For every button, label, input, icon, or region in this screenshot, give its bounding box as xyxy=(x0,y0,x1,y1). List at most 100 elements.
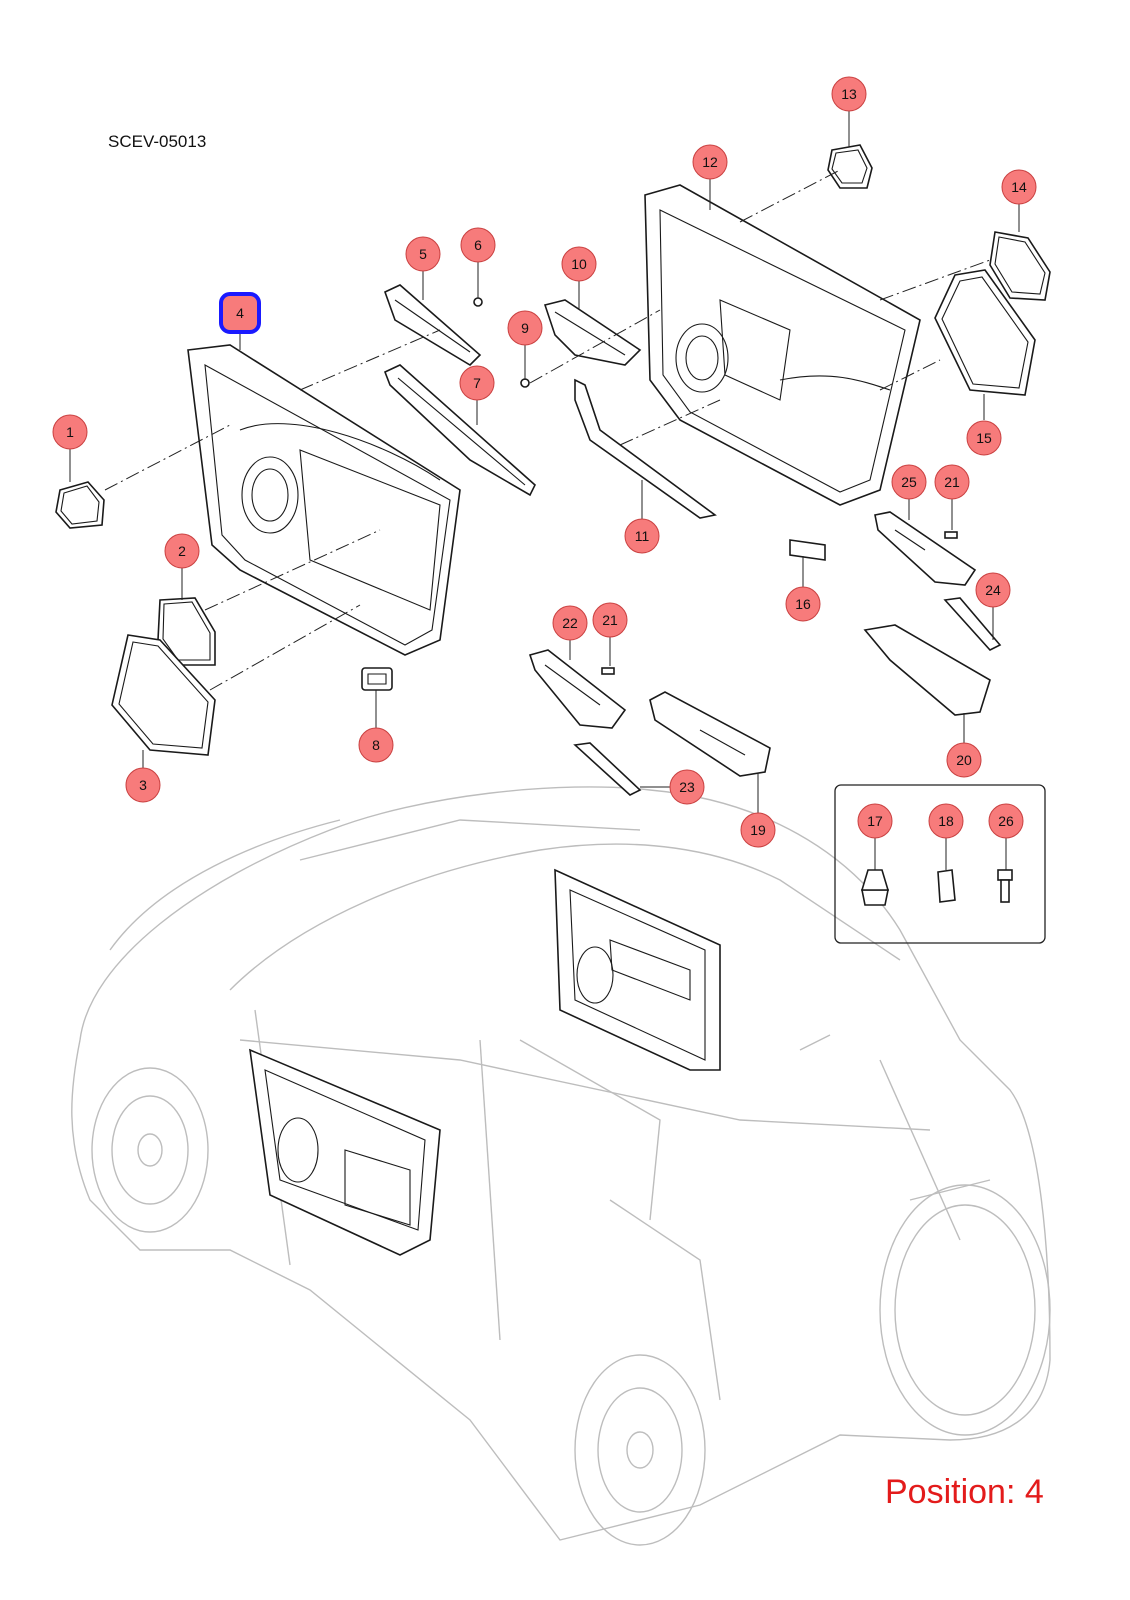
callout-5[interactable]: 5 xyxy=(405,236,441,272)
callout-number: 3 xyxy=(139,777,147,793)
callout-circle xyxy=(891,464,927,500)
callout-circle xyxy=(125,767,161,803)
callout-number: 8 xyxy=(372,737,380,753)
callout-number: 16 xyxy=(795,596,811,612)
clip-21-lower xyxy=(601,667,615,675)
callout-14[interactable]: 14 xyxy=(1001,169,1037,205)
vehicle-outline xyxy=(71,786,1051,1546)
front-door-trim-panel xyxy=(187,344,461,656)
callout-number: 19 xyxy=(750,822,766,838)
callout-19[interactable]: 19 xyxy=(740,812,776,848)
callout-circle xyxy=(934,464,970,500)
clip-9 xyxy=(520,378,530,388)
callout-number: 4 xyxy=(236,305,244,321)
rear-door-trim-panel xyxy=(644,184,921,506)
callout-16[interactable]: 16 xyxy=(785,586,821,622)
callout-circle xyxy=(561,246,597,282)
callout-26[interactable]: 26 xyxy=(988,803,1024,839)
callout-number: 5 xyxy=(419,246,427,262)
callout-number: 17 xyxy=(867,813,883,829)
water-shield-large xyxy=(111,634,216,756)
armrest-trim-rear xyxy=(574,378,717,519)
callout-number: 21 xyxy=(944,474,960,490)
mirror-trim-front xyxy=(384,284,482,367)
callout-number: 26 xyxy=(998,813,1014,829)
callout-circle xyxy=(669,769,705,805)
water-shield-rear-medium xyxy=(989,231,1051,301)
water-shield-small xyxy=(55,481,105,529)
bracket-23 xyxy=(573,742,642,796)
callout-21a[interactable]: 21 xyxy=(934,464,970,500)
vehicle-front-door-panel xyxy=(249,1048,441,1256)
callout-number: 6 xyxy=(474,237,482,253)
clip-6 xyxy=(473,297,483,307)
callout-circle xyxy=(785,586,821,622)
bracket-24 xyxy=(943,597,1002,651)
callout-number: 15 xyxy=(976,430,992,446)
leader-lines xyxy=(69,110,1020,870)
callout-22[interactable]: 22 xyxy=(552,605,588,641)
callout-circle xyxy=(460,227,496,263)
clip-21-upper xyxy=(944,531,958,539)
callout-number: 24 xyxy=(985,582,1001,598)
callout-2[interactable]: 2 xyxy=(164,533,200,569)
callout-number: 25 xyxy=(901,474,917,490)
callout-number: 22 xyxy=(562,615,578,631)
callout-circle xyxy=(857,803,893,839)
callout-number: 21 xyxy=(602,612,618,628)
water-shield-rear-large xyxy=(934,269,1036,396)
callout-number: 20 xyxy=(956,752,972,768)
callout-8[interactable]: 8 xyxy=(358,727,394,763)
callout-circle xyxy=(164,533,200,569)
callout-6[interactable]: 6 xyxy=(460,227,496,263)
callout-circle xyxy=(592,602,628,638)
callout-4[interactable]: 4 xyxy=(219,292,261,334)
callout-12[interactable]: 12 xyxy=(692,144,728,180)
callout-9[interactable]: 9 xyxy=(507,310,543,346)
callout-15[interactable]: 15 xyxy=(966,420,1002,456)
diagram-code: SCEV-05013 xyxy=(108,132,206,151)
callout-number: 14 xyxy=(1011,179,1027,195)
callout-18[interactable]: 18 xyxy=(928,803,964,839)
callout-23[interactable]: 23 xyxy=(669,769,705,805)
callout-circle xyxy=(405,236,441,272)
callout-circle xyxy=(624,518,660,554)
window-switch-small xyxy=(361,667,393,691)
callout-number: 23 xyxy=(679,779,695,795)
callout-circle xyxy=(358,727,394,763)
callout-25[interactable]: 25 xyxy=(891,464,927,500)
position-label: Position: 4 xyxy=(885,1473,1044,1511)
callout-10[interactable]: 10 xyxy=(561,246,597,282)
callout-3[interactable]: 3 xyxy=(125,767,161,803)
callout-circle xyxy=(692,144,728,180)
callout-number: 13 xyxy=(841,86,857,102)
callout-24[interactable]: 24 xyxy=(975,572,1011,608)
vehicle-rear-door-panel xyxy=(554,868,721,1071)
callout-circle xyxy=(1001,169,1037,205)
callout-number: 1 xyxy=(66,424,74,440)
callout-13[interactable]: 13 xyxy=(831,76,867,112)
callout-circle xyxy=(966,420,1002,456)
callout-circle xyxy=(552,605,588,641)
callout-number: 12 xyxy=(702,154,718,170)
callout-circle xyxy=(507,310,543,346)
callout-20[interactable]: 20 xyxy=(946,742,982,778)
screw-26 xyxy=(997,869,1013,903)
callout-1[interactable]: 1 xyxy=(52,414,88,450)
push-clip-17 xyxy=(860,869,890,906)
retainer-16 xyxy=(789,539,826,561)
callout-circle xyxy=(975,572,1011,608)
callout-17[interactable]: 17 xyxy=(857,803,893,839)
callout-circle xyxy=(740,812,776,848)
retainer-18 xyxy=(937,869,956,903)
callout-11[interactable]: 11 xyxy=(624,518,660,554)
callout-7[interactable]: 7 xyxy=(459,365,495,401)
callout-circle xyxy=(52,414,88,450)
switch-housing-19 xyxy=(649,691,771,777)
callout-21b[interactable]: 21 xyxy=(592,602,628,638)
callout-circle xyxy=(459,365,495,401)
callout-circle xyxy=(988,803,1024,839)
callout-circle xyxy=(831,76,867,112)
